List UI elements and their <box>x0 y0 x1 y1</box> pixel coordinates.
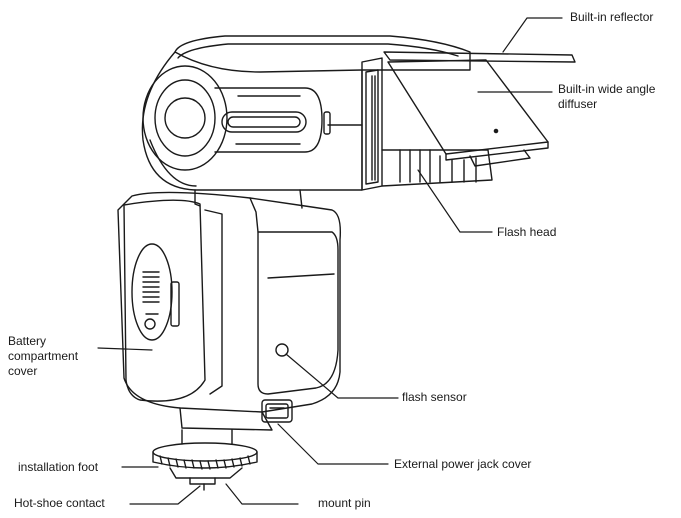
label-wide-angle-diffuser: Built-in wide angle diffuser <box>558 82 656 111</box>
label-battery-cover: Battery compartment cover <box>8 334 79 378</box>
label-hot-shoe-contact: Hot-shoe contact <box>14 496 105 510</box>
leader-power-jack-cover <box>277 423 389 465</box>
leader-hot-shoe-contact <box>129 485 201 505</box>
leader-flash-sensor <box>285 353 399 399</box>
label-installation-foot: installation foot <box>18 460 99 474</box>
leader-built-in-reflector <box>502 17 563 53</box>
leader-flash-head <box>417 169 493 233</box>
leader-mount-pin <box>225 483 299 505</box>
leader-battery-cover <box>97 347 153 351</box>
neck <box>194 189 303 209</box>
reflector-diffuser <box>361 51 576 191</box>
hot-shoe-foot <box>152 429 258 491</box>
label-built-in-reflector: Built-in reflector <box>570 10 654 24</box>
main-body <box>117 191 342 431</box>
label-flash-sensor: flash sensor <box>402 390 467 404</box>
label-flash-head: Flash head <box>497 225 557 239</box>
leader-lines <box>97 17 563 505</box>
label-mount-pin: mount pin <box>318 496 371 510</box>
flash-head-body <box>141 35 471 191</box>
label-power-jack-cover: External power jack cover <box>394 457 532 471</box>
